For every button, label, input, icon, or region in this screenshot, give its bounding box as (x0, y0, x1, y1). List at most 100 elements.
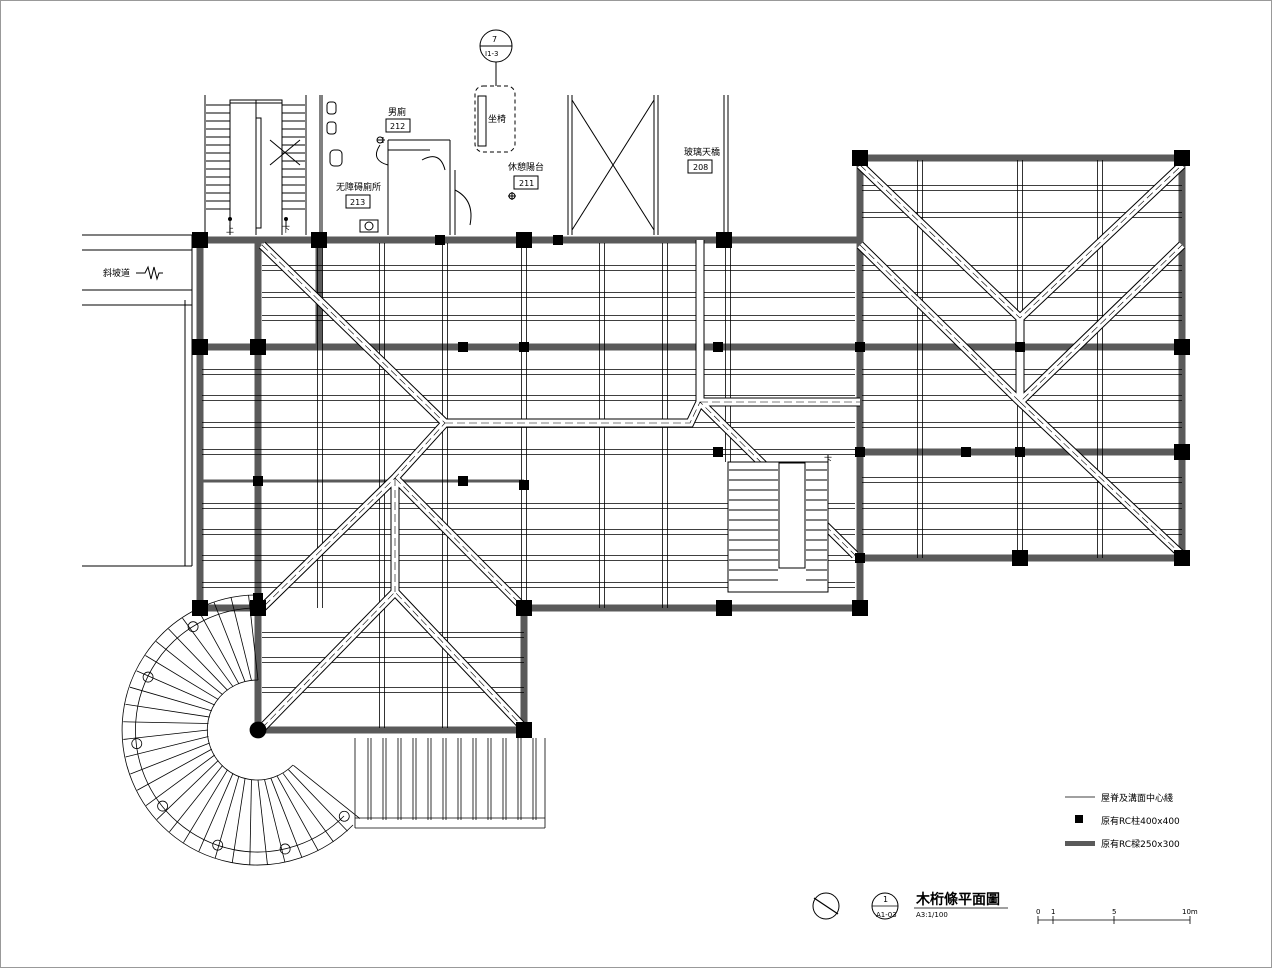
plan-labels: 男廁 212 无障碍廁所 213 休憩陽台 211 玻璃天橋 208 坐椅 斜坡… (103, 35, 832, 465)
room-number-glass-bridge: 208 (693, 163, 708, 172)
spiral-post (142, 671, 154, 683)
spiral-tread (270, 778, 303, 858)
rc-column (250, 339, 266, 355)
spiral-post (338, 810, 350, 822)
spiral-post (187, 621, 199, 633)
spiral-tread (264, 779, 286, 863)
rc-column (1174, 550, 1190, 566)
rc-column (516, 232, 532, 248)
scale-label-5: 5 (1112, 908, 1116, 916)
scale-label-10m: 10m (1182, 908, 1198, 916)
spiral-post (131, 738, 143, 750)
legend-rc-column-label: 原有RC柱400x400 (1101, 815, 1180, 827)
rc-column (1174, 150, 1190, 166)
spiral-tread (213, 602, 246, 682)
spiral-tread (125, 703, 210, 718)
rc-column-small (855, 553, 865, 563)
spiral-tread (123, 721, 209, 724)
rc-column-small (458, 342, 468, 352)
spiral-tread (288, 769, 348, 832)
rc-column-small (1015, 342, 1025, 352)
room-number-rest-balcony: 211 (519, 179, 534, 188)
spiral-post (279, 843, 291, 855)
timber-purlins (202, 160, 1182, 728)
spiral-outer-arc (121, 594, 354, 866)
spiral-tread (156, 760, 219, 820)
scale-bar (1037, 916, 1191, 924)
spiral-tread (168, 628, 228, 691)
callout-sheet: I1-3 (485, 50, 499, 58)
drawing-title: 木桁條平面圖 (915, 891, 1000, 908)
seat-label: 坐椅 (488, 113, 506, 125)
legend-ridge-line-label: 屋脊及溝面中心綫 (1101, 792, 1173, 804)
rc-column (192, 339, 208, 355)
balcony-railing (354, 738, 546, 829)
title-block: 1 A1-03 木桁條平面圖 A3:1/100 (812, 891, 1008, 920)
room-number-accessible-wc: 213 (350, 198, 365, 207)
inner-stair (727, 455, 829, 593)
legend-rc-beam-label: 原有RC樑250x300 (1101, 838, 1180, 850)
rc-column-small (855, 447, 865, 457)
rc-column-small (855, 342, 865, 352)
spiral-tread (293, 765, 361, 819)
rc-column-small (458, 476, 468, 486)
spiral-tread (231, 778, 246, 863)
legend: 屋脊及溝面中心綫 原有RC柱400x400 原有RC樑250x300 (1065, 792, 1180, 850)
drawing-scale: A3:1/100 (916, 911, 948, 919)
rc-columns (192, 150, 1190, 738)
spiral-tread (125, 736, 209, 758)
callout-number: 7 (492, 35, 497, 44)
rc-column-small (253, 593, 263, 603)
spiral-tread (214, 776, 240, 859)
legend-column-swatch (1075, 815, 1083, 823)
spiral-post (157, 800, 169, 812)
spiral-tread (198, 773, 234, 852)
stair-down-label: 下 (282, 225, 290, 234)
spiral-inner-arc (206, 679, 294, 781)
spiral-tread (129, 686, 212, 712)
spiral-tread (145, 655, 219, 700)
rc-column (516, 600, 532, 616)
spiral-tread (123, 729, 209, 740)
spiral-tread (137, 748, 212, 791)
rc-column (311, 232, 327, 248)
spiral-tread (145, 754, 215, 806)
rc-column-small (1015, 447, 1025, 457)
spiral-rail-arc (135, 607, 345, 853)
stair-and-wc-zone (82, 29, 729, 567)
rc-column-small (553, 235, 563, 245)
rc-column (716, 232, 732, 248)
rc-column-small (713, 447, 723, 457)
spiral-tread (257, 779, 268, 865)
spiral-tread (197, 609, 240, 684)
rc-column-small (519, 342, 529, 352)
rc-column (852, 600, 868, 616)
rc-column-small (435, 235, 445, 245)
spiral-center-column (249, 721, 267, 739)
rc-column (192, 232, 208, 248)
stair-up-label: 上 (226, 225, 234, 234)
rc-column (716, 600, 732, 616)
rc-column (1174, 339, 1190, 355)
title-number: 1 (883, 895, 888, 904)
scale-label-1: 1 (1051, 908, 1055, 916)
spiral-tread (169, 765, 223, 833)
title-sheet: A1-03 (876, 911, 897, 919)
rc-column (1012, 550, 1028, 566)
rc-column (516, 722, 532, 738)
room-name-mens-wc: 男廁 (388, 106, 406, 118)
hip-ridge-members (258, 161, 1186, 732)
spiral-tread (136, 670, 215, 706)
rc-column-small (253, 476, 263, 486)
scale-label-0: 0 (1036, 908, 1040, 916)
spiral-tread (276, 776, 319, 851)
spiral-post (212, 839, 224, 851)
spiral-tread (130, 742, 210, 775)
ramp-label: 斜坡道 (103, 267, 130, 279)
spiral-tread (182, 617, 234, 687)
rc-column (1174, 444, 1190, 460)
spiral-tread (282, 773, 334, 843)
rc-column-small (961, 447, 971, 457)
spiral-tread (183, 769, 228, 843)
